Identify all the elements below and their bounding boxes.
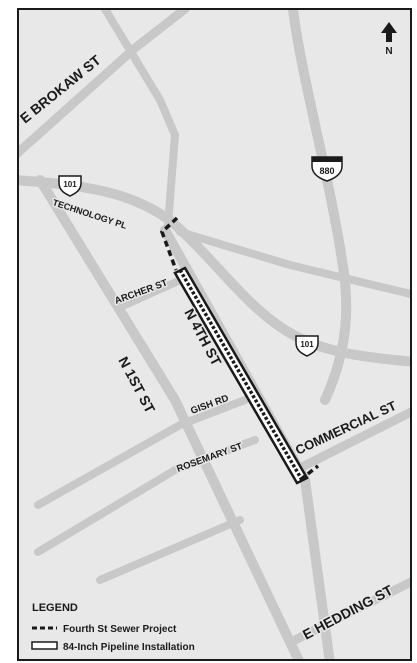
pipeline-dash-line bbox=[178, 269, 304, 481]
pipeline-installation bbox=[173, 266, 309, 485]
us-101-shield-mid: 101 bbox=[295, 335, 319, 357]
road-technology-east bbox=[176, 228, 411, 299]
road-rosemary-st bbox=[34, 436, 259, 556]
legend-item-sewer-project: Fourth St Sewer Project bbox=[63, 624, 177, 635]
sewer-project-south-segment bbox=[298, 464, 320, 482]
road-n-1st-st bbox=[35, 175, 305, 660]
north-arrow-icon bbox=[381, 22, 397, 42]
us-101-shield-mid-number: 101 bbox=[300, 340, 314, 349]
road-brokaw-diagonal bbox=[101, 9, 179, 229]
road-lower-diagonal bbox=[96, 516, 244, 584]
road-gish-rd bbox=[34, 396, 249, 509]
sewer-project bbox=[159, 216, 320, 482]
sewer-project-north-segment bbox=[159, 216, 179, 271]
road-i-880 bbox=[288, 9, 352, 405]
us-101-shield-top-number: 101 bbox=[63, 180, 77, 189]
legend-title: LEGEND bbox=[32, 602, 78, 614]
i-880-shield-number: 880 bbox=[319, 166, 334, 176]
i-880-shield: 880 bbox=[311, 156, 343, 182]
road-commercial-st bbox=[295, 406, 411, 473]
legend: LEGEND Fourth St Sewer Project 84-Inch P… bbox=[31, 602, 195, 653]
road-network bbox=[18, 9, 411, 660]
north-arrow: N bbox=[381, 22, 397, 57]
road-e-brokaw-st bbox=[18, 9, 190, 159]
legend-item-pipeline: 84-Inch Pipeline Installation bbox=[63, 642, 195, 653]
road-e-hedding-st bbox=[290, 576, 411, 645]
legend-outlined-box-icon bbox=[31, 641, 58, 650]
us-101-shield-top: 101 bbox=[58, 175, 82, 197]
road-archer-st bbox=[114, 274, 189, 312]
map-frame bbox=[17, 8, 412, 661]
north-label: N bbox=[385, 46, 392, 57]
